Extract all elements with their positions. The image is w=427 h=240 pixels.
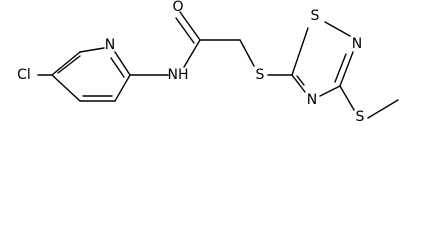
atom-n-thiadiazole-bottom: N	[307, 92, 317, 108]
thiadiazole-bond-c5-s1	[291, 27, 309, 76]
pyridine-bond-c5-c6	[51, 51, 81, 76]
atom-labels: Cl N NH O S S N N S	[17, 0, 364, 125]
atom-n-pyridine: N	[105, 37, 115, 53]
thiadiazole-bond-n4-c5	[291, 74, 306, 93]
bonds	[37, 11, 399, 119]
bond-carbonyl-o-double	[175, 17, 195, 44]
thiadiazole-bond-c3-n4	[319, 85, 341, 97]
pyridine-bond-c2-c3	[114, 74, 131, 102]
thiadiazole-bond-n2-c3-inner	[334, 53, 347, 83]
atom-cl: Cl	[17, 67, 31, 83]
atom-s-thioether: S	[256, 67, 265, 83]
bond-c3-s-methyl	[339, 85, 355, 111]
atom-nh: NH	[168, 67, 189, 83]
bond-nh-carbonyl	[183, 39, 201, 68]
thiadiazole-bond-n2-c3	[339, 51, 354, 87]
bond-carbonyl-o	[179, 11, 201, 41]
pyridine-bond-c6-c6-inner	[57, 55, 81, 74]
pyridine-bond-c6-n1	[79, 47, 105, 53]
bond-s-methyl	[367, 99, 399, 119]
atom-n-thiadiazole-right: N	[352, 36, 362, 52]
atom-s-thiadiazole: S	[311, 8, 320, 24]
pyridine-bond-n1-c2	[114, 51, 131, 76]
bond-ch2-s	[239, 39, 255, 67]
thiadiazole-bond-n4-c5-inner	[296, 75, 305, 86]
thiadiazole-bond-s1-n2	[324, 21, 351, 37]
atom-s-methylthio: S	[356, 109, 365, 125]
molecule-structure-diagram: Cl N NH O S S N N S	[17, 0, 399, 125]
atom-o-carbonyl: O	[172, 0, 183, 15]
pyridine-bond-c4-c5	[51, 74, 81, 102]
pyridine-bond-n1-c2-inner	[110, 57, 125, 78]
